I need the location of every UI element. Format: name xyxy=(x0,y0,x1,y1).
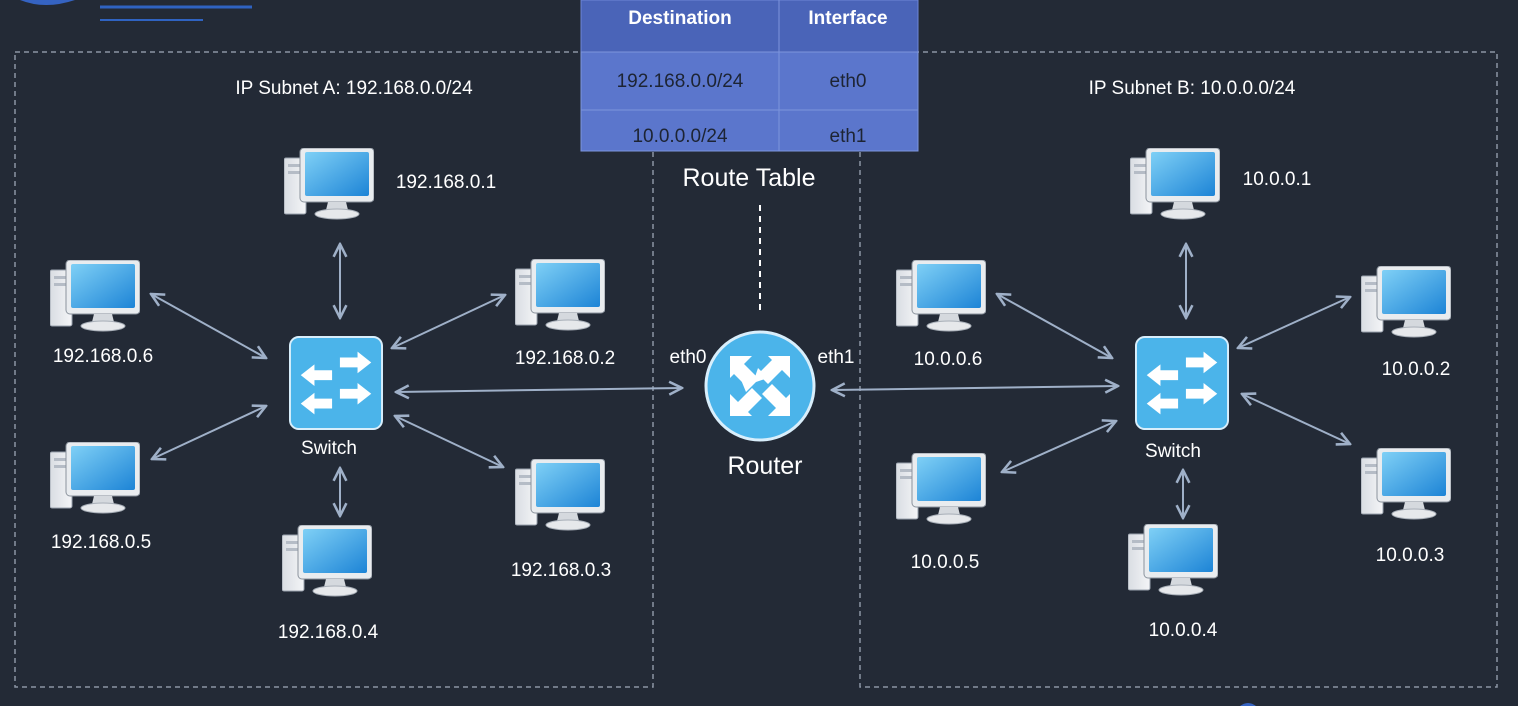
host-a4-ip: 192.168.0.4 xyxy=(278,622,379,643)
subnet-a-border xyxy=(14,51,654,688)
link-b6 xyxy=(997,294,1112,358)
router-eth0-label: eth0 xyxy=(670,347,707,368)
router-label: Router xyxy=(727,452,802,480)
computer-icon xyxy=(284,148,374,220)
link-a2 xyxy=(392,295,505,348)
computer-icon xyxy=(896,453,986,525)
host-a3-ip: 192.168.0.3 xyxy=(511,560,611,581)
subnet-a-title: IP Subnet A: 192.168.0.0/24 xyxy=(235,78,473,99)
computer-icon xyxy=(1128,524,1218,596)
host-a2-ip: 192.168.0.2 xyxy=(515,348,615,369)
computer-icon xyxy=(50,442,140,514)
route-table-cell: 192.168.0.0/24 xyxy=(617,71,744,92)
switch-b-label: Switch xyxy=(1145,441,1201,462)
host-b1-ip: 10.0.0.1 xyxy=(1243,169,1312,190)
link-a3 xyxy=(395,416,503,467)
computer-icon xyxy=(1361,448,1451,520)
switch-icon-b xyxy=(1135,336,1229,430)
host-b2-ip: 10.0.0.2 xyxy=(1382,359,1451,380)
host-a5-ip: 192.168.0.5 xyxy=(51,532,151,553)
host-b6-ip: 10.0.0.6 xyxy=(914,349,983,370)
link-b2 xyxy=(1238,297,1350,348)
host-b3-ip: 10.0.0.3 xyxy=(1376,545,1445,566)
router-icon xyxy=(704,330,816,442)
link-b3 xyxy=(1242,394,1350,444)
router-eth1-label: eth1 xyxy=(818,347,855,368)
link-switch-a-router xyxy=(396,388,682,392)
computer-icon xyxy=(282,525,372,597)
computer-icon xyxy=(50,260,140,332)
host-a1-ip: 192.168.0.1 xyxy=(396,172,496,193)
host-b5-ip: 10.0.0.5 xyxy=(911,552,980,573)
computer-icon xyxy=(515,459,605,531)
link-a5 xyxy=(152,406,266,459)
route-table-cell: 10.0.0.0/24 xyxy=(632,126,728,147)
route-table-cell: eth0 xyxy=(830,71,867,92)
route-table-header-interface: Interface xyxy=(808,8,887,29)
route-table: Destination Interface 192.168.0.0/24 eth… xyxy=(580,0,919,152)
computer-icon xyxy=(515,259,605,331)
route-table-title: Route Table xyxy=(683,164,816,192)
decor-corner xyxy=(20,0,75,5)
computer-icon xyxy=(1130,148,1220,220)
decor-corner xyxy=(1240,703,1256,706)
subnet-b-border xyxy=(859,51,1498,688)
link-router-switch-b xyxy=(832,386,1118,390)
link-b5 xyxy=(1002,421,1116,472)
route-table-header-destination: Destination xyxy=(628,8,731,29)
computer-icon xyxy=(1361,266,1451,338)
route-table-cell: eth1 xyxy=(830,126,867,147)
link-a6 xyxy=(151,294,266,358)
computer-icon xyxy=(896,260,986,332)
subnet-b-title: IP Subnet B: 10.0.0.0/24 xyxy=(1089,78,1296,99)
switch-icon-a xyxy=(289,336,383,430)
switch-a-label: Switch xyxy=(301,438,357,459)
host-b4-ip: 10.0.0.4 xyxy=(1149,620,1218,641)
host-a6-ip: 192.168.0.6 xyxy=(53,346,153,367)
